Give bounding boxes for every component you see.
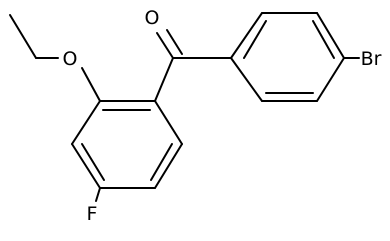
carbonyl-oxygen-label: O bbox=[145, 7, 160, 29]
carbonyl-group bbox=[156, 29, 183, 59]
fluorophenyl-ring bbox=[71, 100, 183, 189]
bromine-label: Br bbox=[361, 48, 382, 70]
ring-bond bbox=[154, 100, 183, 145]
bond-ch2-to-ch3 bbox=[9, 14, 37, 59]
ring-inner-double-bond bbox=[81, 143, 105, 181]
ring-inner-double-bond bbox=[312, 20, 335, 59]
ring-bond bbox=[71, 143, 101, 189]
bond-to-fluorine bbox=[95, 187, 101, 202]
ether-oxygen-label: O bbox=[63, 48, 78, 70]
carbonyl-double-bond-line-1 bbox=[156, 32, 174, 59]
ring-inner-double-bond bbox=[150, 143, 173, 181]
ring-bond bbox=[316, 12, 345, 59]
fluorine-label: F bbox=[87, 203, 98, 225]
bond-ring-to-ether-oxygen bbox=[81, 67, 101, 102]
carbonyl-double-bond-line-2 bbox=[166, 29, 183, 55]
ring-inner-double-bond bbox=[243, 20, 267, 59]
ring-bond bbox=[71, 100, 101, 145]
ring-bond bbox=[154, 143, 183, 189]
ring-bond bbox=[230, 57, 263, 102]
ethoxy-group bbox=[9, 14, 101, 102]
bond-carbonyl-to-fluorophenyl bbox=[154, 57, 174, 102]
bromophenyl-ring bbox=[230, 12, 345, 102]
ring-bond bbox=[316, 57, 345, 102]
ring-bond bbox=[230, 12, 263, 59]
